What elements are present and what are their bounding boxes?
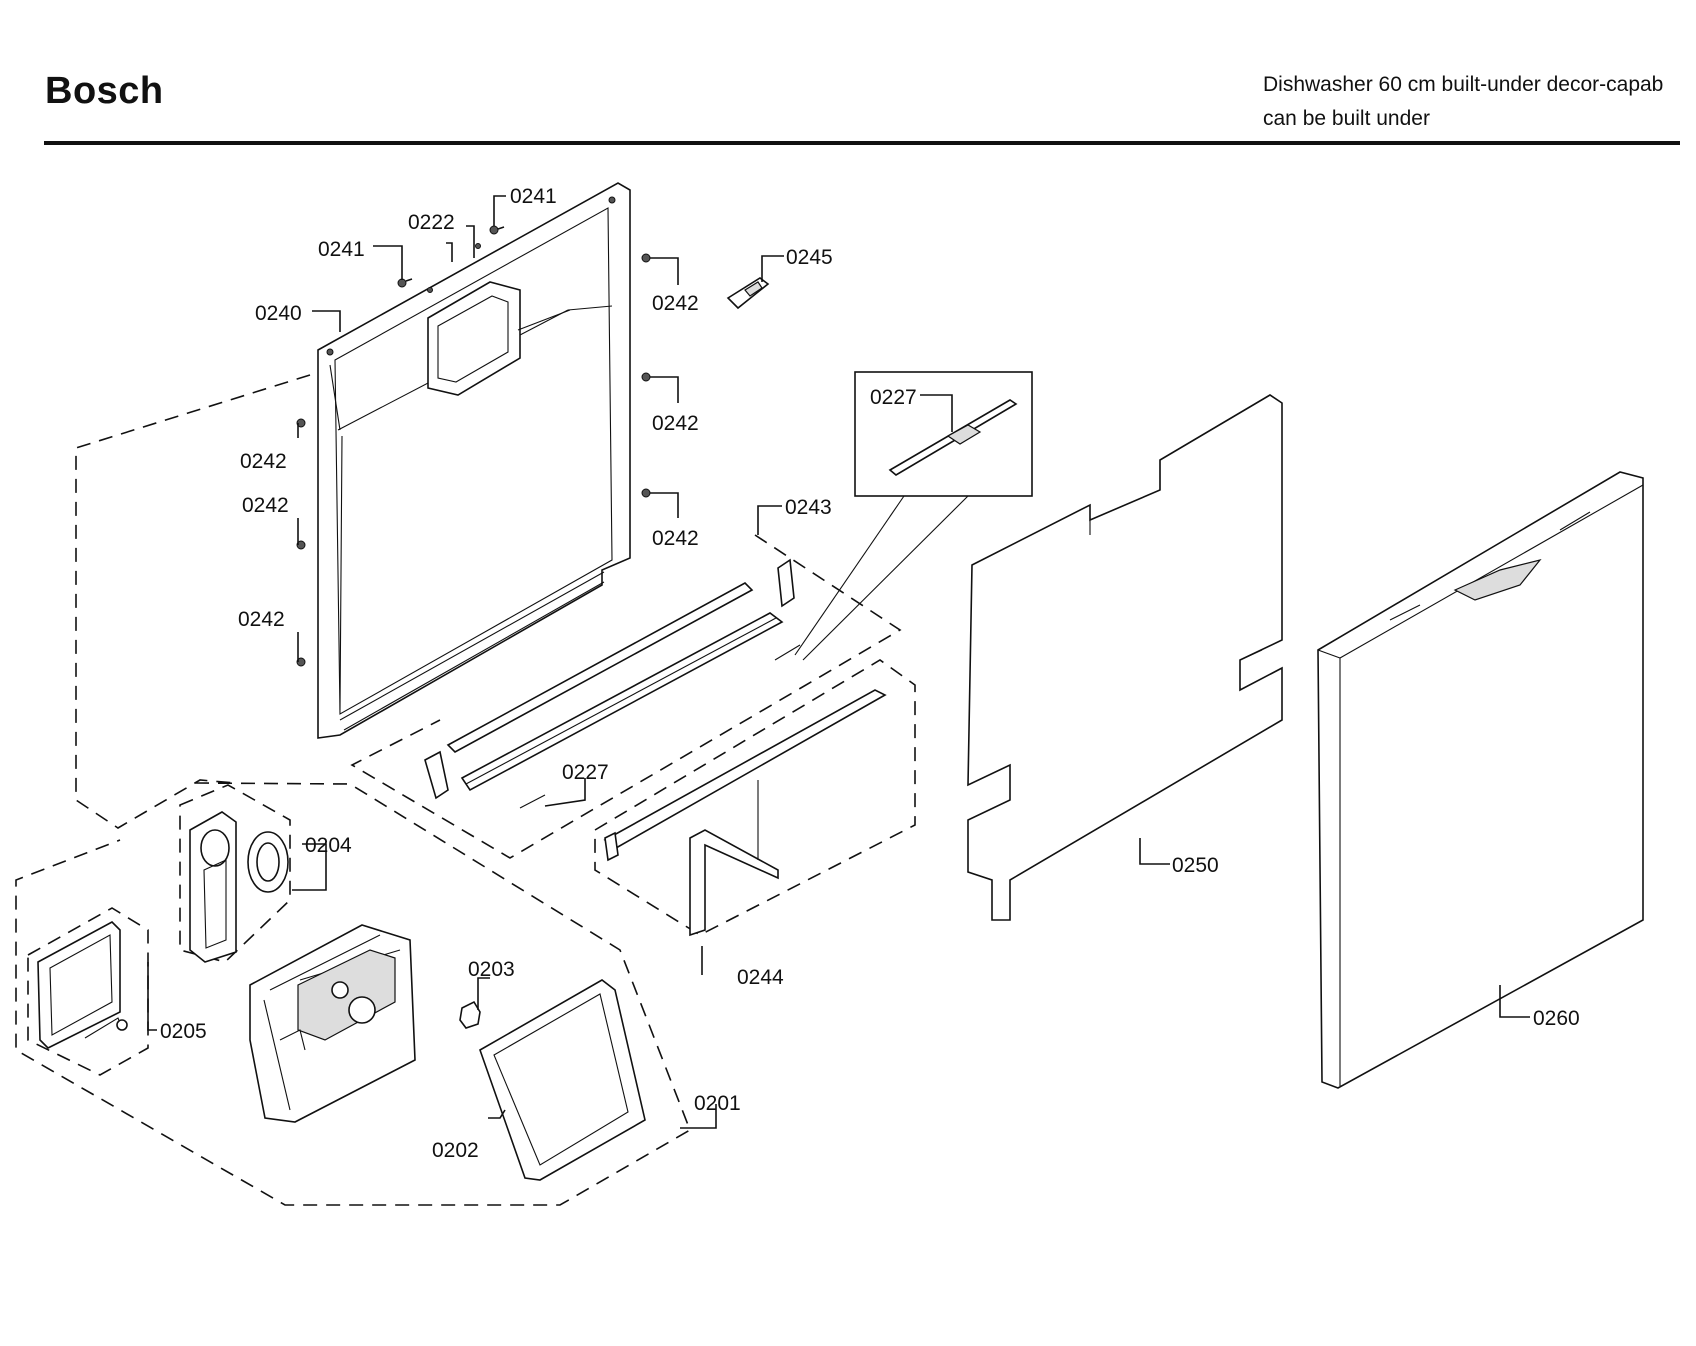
dispenser-0201 <box>249 924 416 1123</box>
header-divider <box>44 141 1680 145</box>
callout-0242-left-1: 0242 <box>240 450 287 473</box>
callout-0242-left-2: 0242 <box>242 494 289 517</box>
group-outline-0205 <box>27 907 149 1076</box>
group-outline-0204 <box>179 784 291 963</box>
group-outline-0243 <box>350 534 902 859</box>
model-description-line-2: can be built under <box>1263 107 1430 130</box>
callout-0243: 0243 <box>785 496 832 519</box>
callout-0242-right-2: 0242 <box>652 412 699 435</box>
callout-0250: 0250 <box>1172 854 1219 877</box>
callout-0260: 0260 <box>1533 1007 1580 1030</box>
bracket-0244 <box>603 689 887 937</box>
leader-lines <box>147 195 1530 1129</box>
inner-door-frame-0240 <box>317 182 631 739</box>
callout-0203: 0203 <box>468 958 515 981</box>
callout-0201: 0201 <box>694 1092 741 1115</box>
rail-assembly-0243 <box>424 558 801 809</box>
group-outline-0244 <box>594 659 916 936</box>
callout-0222: 0222 <box>408 211 455 234</box>
callout-labels: 0241 0241 0222 0240 0245 0242 0242 0242 … <box>160 185 1580 1162</box>
group-outline-door-assembly <box>75 374 311 829</box>
model-description: Dishwasher 60 cm built-under decor-capab… <box>1263 68 1663 136</box>
decor-door-panel-0260 <box>1317 471 1644 1089</box>
callout-0204: 0204 <box>305 834 352 857</box>
group-outline-control-panel <box>15 782 691 1206</box>
callout-0245: 0245 <box>786 246 833 269</box>
detail-inset-0227 <box>794 371 1033 661</box>
door-clip-0245 <box>726 277 770 310</box>
insulation-panel-0250 <box>967 394 1283 921</box>
callout-0205: 0205 <box>160 1020 207 1043</box>
callout-0242-right-1: 0242 <box>652 292 699 315</box>
model-description-line-1: Dishwasher 60 cm built-under decor-capab <box>1263 73 1664 96</box>
callout-0242-left-3: 0242 <box>238 608 285 631</box>
callout-0227-inset: 0227 <box>870 386 917 409</box>
brand-title: Bosch <box>45 70 164 112</box>
bracket-0204 <box>189 811 289 963</box>
callout-0241-top: 0241 <box>510 185 557 208</box>
small-part-0203 <box>459 1000 481 1029</box>
frame-gasket-0202 <box>479 979 646 1181</box>
insulation-panel-0250-edge <box>1089 460 1263 661</box>
screws-0241-0242 <box>296 225 651 667</box>
callout-0241-left: 0241 <box>318 238 365 261</box>
callout-0227-rail: 0227 <box>562 761 609 784</box>
control-module-0205 <box>37 921 128 1049</box>
callout-0244: 0244 <box>737 966 784 989</box>
callout-0240: 0240 <box>255 302 302 325</box>
callout-0202: 0202 <box>432 1139 479 1162</box>
callout-0242-right-3: 0242 <box>652 527 699 550</box>
